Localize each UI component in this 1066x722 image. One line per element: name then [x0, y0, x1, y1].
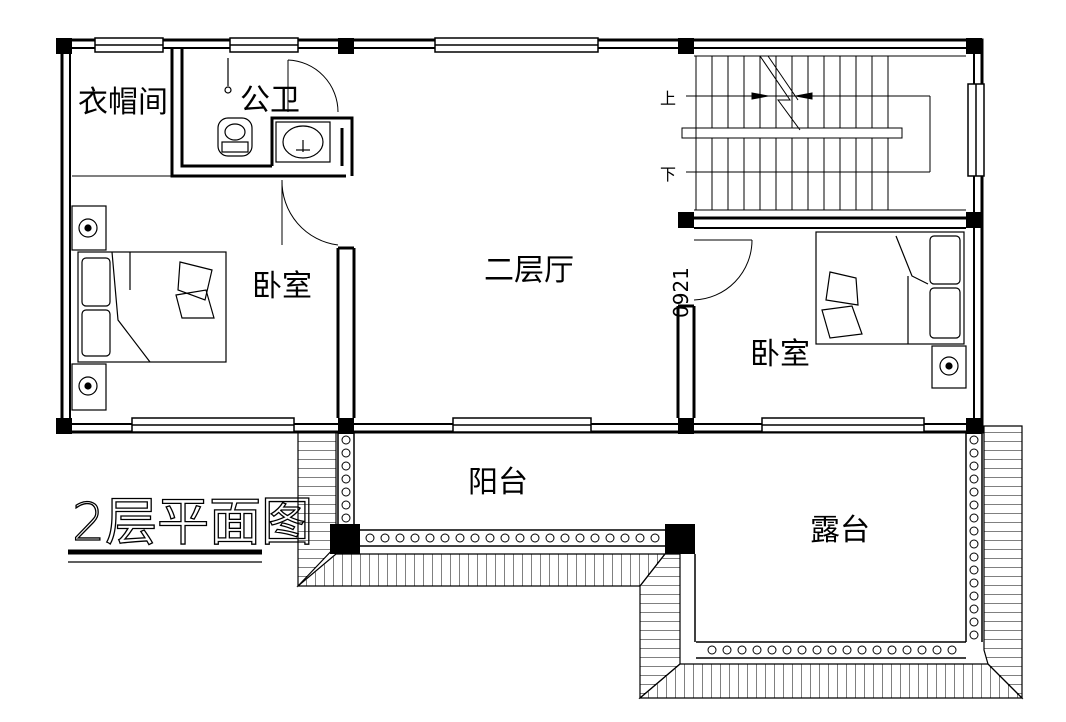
railing-baluster — [842, 645, 852, 655]
bathroom-label: 公卫 — [240, 83, 300, 118]
railing-baluster — [575, 533, 585, 543]
railing-baluster — [969, 630, 979, 640]
roof-eave-bottom — [638, 663, 1024, 699]
railing-baluster — [969, 500, 979, 510]
railing-baluster — [341, 435, 351, 445]
balcony-outline — [337, 432, 983, 659]
railing-baluster — [341, 474, 351, 484]
railing-baluster — [827, 645, 837, 655]
door-dimension-label: 0921 — [669, 267, 693, 318]
railing-baluster — [812, 645, 822, 655]
railing-baluster — [341, 487, 351, 497]
terrace-label: 露台 — [810, 513, 870, 548]
bottom-windows — [131, 417, 925, 433]
railing-baluster — [707, 645, 717, 655]
railing-baluster — [969, 448, 979, 458]
railing-baluster — [947, 645, 957, 655]
railing-baluster — [932, 645, 942, 655]
railing-baluster — [545, 533, 555, 543]
railing-baluster — [341, 500, 351, 510]
railing-baluster — [969, 578, 979, 588]
railing-baluster — [425, 533, 435, 543]
railing-baluster — [470, 533, 480, 543]
sink-icon — [275, 121, 331, 163]
toilet-icon — [217, 58, 253, 157]
bed-left — [77, 251, 227, 363]
cloakroom-label: 衣帽间 — [78, 85, 168, 120]
bedroom-right-label: 卧室 — [750, 337, 810, 372]
railing-baluster — [969, 487, 979, 497]
bedroom-left-label: 卧室 — [252, 269, 312, 304]
railing-baluster — [605, 533, 615, 543]
railing-baluster — [620, 533, 630, 543]
railing-baluster — [341, 513, 351, 523]
railing-baluster — [380, 533, 390, 543]
roof-eave-right — [983, 425, 1023, 700]
railing-baluster — [917, 645, 927, 655]
railing-baluster — [969, 526, 979, 536]
railing-baluster — [440, 533, 450, 543]
railing-baluster — [485, 533, 495, 543]
interior-walls — [72, 48, 966, 418]
exterior-walls — [60, 38, 984, 434]
top-windows — [94, 37, 599, 53]
nightstand-left-bottom — [71, 363, 107, 411]
railing-balusters — [341, 435, 979, 655]
railing-baluster — [410, 533, 420, 543]
stair-treads — [711, 56, 889, 210]
hall-label: 二层厅 — [484, 253, 574, 288]
railing-baluster — [969, 435, 979, 445]
railing-baluster — [969, 617, 979, 627]
stair-down-label: 下 — [660, 165, 676, 184]
stair-break-line — [751, 55, 813, 131]
railing-baluster — [767, 645, 777, 655]
railing-baluster — [635, 533, 645, 543]
railing-baluster — [969, 474, 979, 484]
railing-baluster — [857, 645, 867, 655]
railing-baluster — [341, 448, 351, 458]
railing-baluster — [969, 461, 979, 471]
railing-baluster — [782, 645, 792, 655]
railing-baluster — [969, 591, 979, 601]
railing-baluster — [560, 533, 570, 543]
roof-eave-middle — [639, 553, 681, 700]
railing-baluster — [341, 461, 351, 471]
railing-baluster — [902, 645, 912, 655]
railing-baluster — [737, 645, 747, 655]
nightstand-right — [931, 345, 967, 389]
railing-baluster — [395, 533, 405, 543]
stair-up-label: 上 — [660, 89, 676, 108]
railing-baluster — [797, 645, 807, 655]
railing-baluster — [365, 533, 375, 543]
railing-baluster — [590, 533, 600, 543]
right-window — [967, 83, 985, 177]
railing-baluster — [530, 533, 540, 543]
roof-eave-bottom-left — [296, 553, 667, 587]
bed-right — [815, 231, 965, 345]
drawing-title: 2层平面图 — [72, 493, 313, 553]
railing-baluster — [969, 565, 979, 575]
railing-baluster — [515, 533, 525, 543]
railing-baluster — [969, 513, 979, 523]
nightstand-left-top — [71, 205, 107, 251]
railing-baluster — [969, 539, 979, 549]
title-underline — [68, 549, 262, 563]
balcony-label: 阳台 — [468, 465, 528, 500]
roof-eave-left — [297, 431, 337, 588]
railing-baluster — [500, 533, 510, 543]
railing-baluster — [887, 645, 897, 655]
railing-baluster — [650, 533, 660, 543]
railing-baluster — [969, 604, 979, 614]
railing-baluster — [969, 552, 979, 562]
railing-baluster — [722, 645, 732, 655]
railing-baluster — [455, 533, 465, 543]
railing-baluster — [752, 645, 762, 655]
doors — [281, 59, 753, 301]
railing-baluster — [872, 645, 882, 655]
